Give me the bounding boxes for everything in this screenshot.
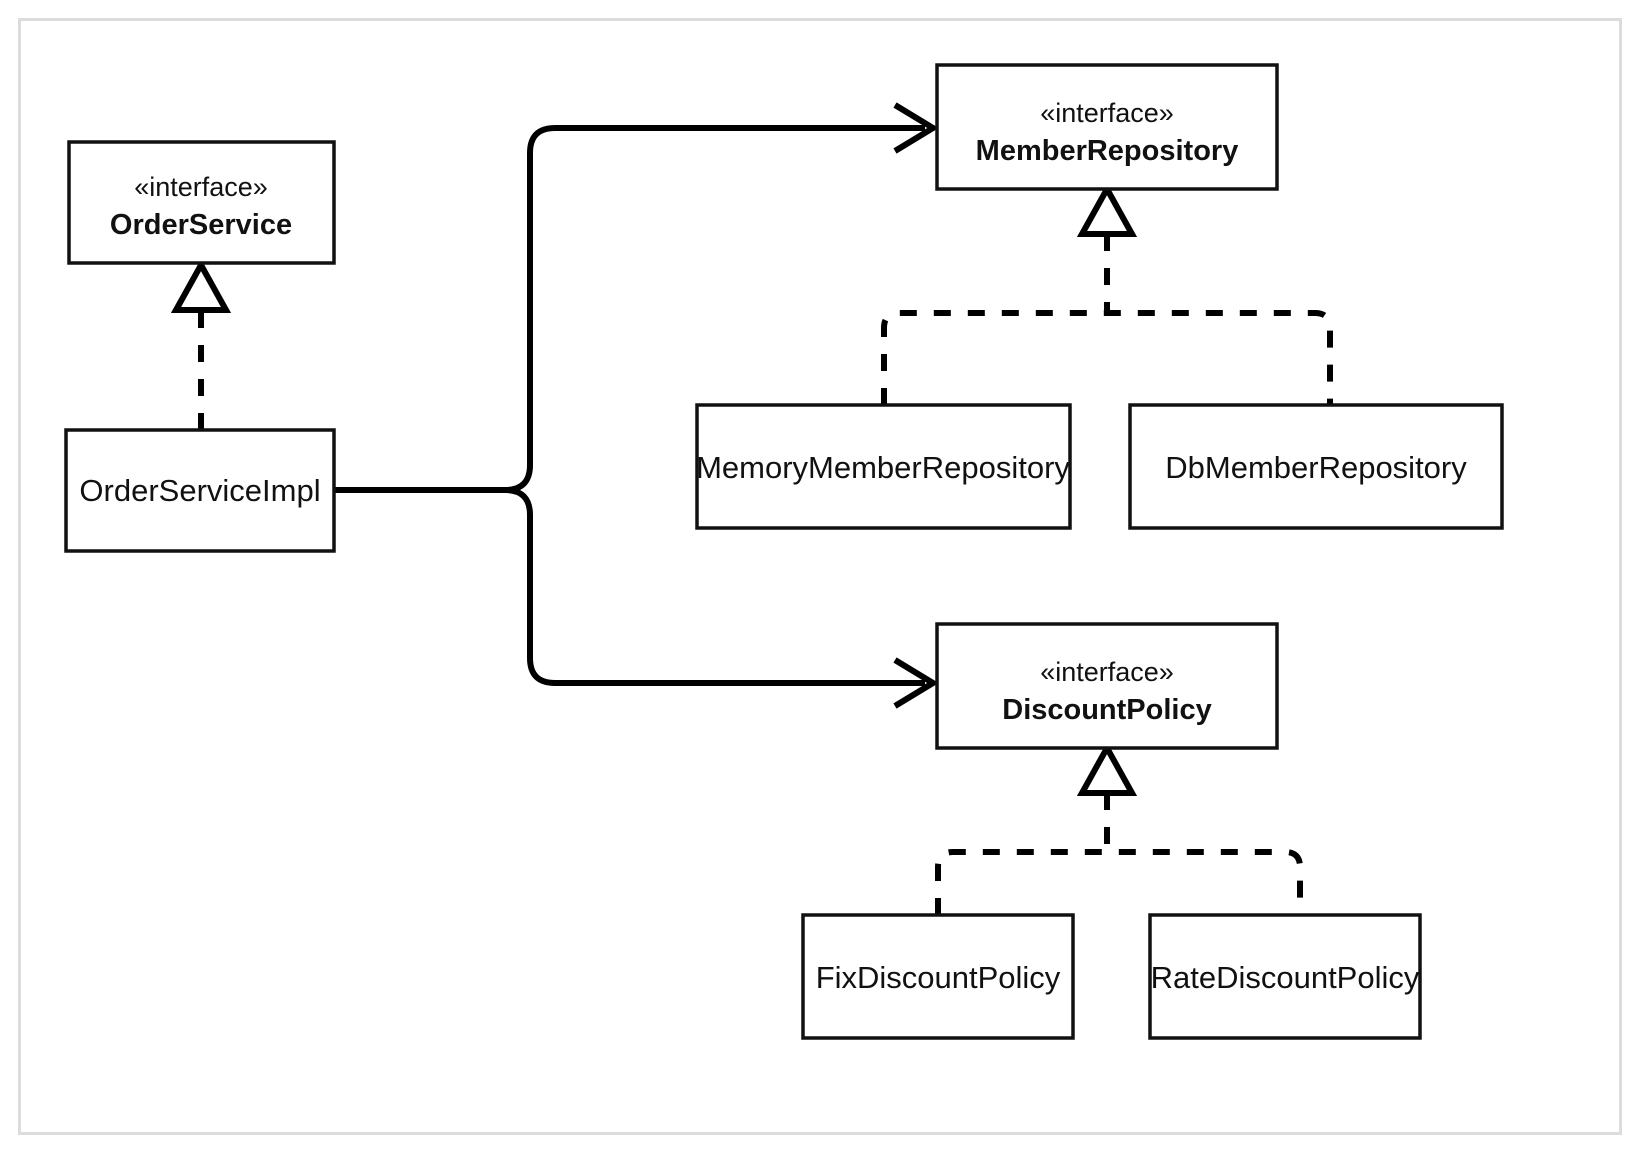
class-box-memory-member-repository[interactable]: MemoryMemberRepository (695, 403, 1072, 530)
class-box-discount-policy[interactable]: «interface» DiscountPolicy (935, 622, 1279, 750)
class-box-member-repository[interactable]: «interface» MemberRepository (935, 63, 1279, 191)
realization-bus-discount-policy (935, 849, 1303, 915)
association-arrowhead-discount-policy (893, 657, 939, 709)
memory-member-repository-name: MemoryMemberRepository (696, 450, 1070, 485)
db-member-repository-rect (1128, 403, 1504, 530)
order-service-stereotype: «interface» (134, 172, 268, 202)
rate-discount-policy-rect (1148, 913, 1422, 1040)
discount-policy-name: DiscountPolicy (1002, 694, 1212, 726)
fix-discount-policy-name: FixDiscountPolicy (816, 960, 1061, 995)
association-line-to-discount-policy (334, 487, 925, 686)
order-service-rect (67, 140, 336, 265)
member-repository-rect (935, 63, 1279, 191)
discount-policy-stereotype: «interface» (1040, 657, 1174, 687)
class-box-order-service[interactable]: «interface» OrderService (67, 140, 336, 265)
memory-member-repository-rect (695, 403, 1072, 530)
member-repository-stereotype: «interface» (1040, 98, 1174, 128)
class-box-order-service-impl[interactable]: OrderServiceImpl (64, 428, 336, 553)
class-box-db-member-repository[interactable]: DbMemberRepository (1128, 403, 1504, 530)
rate-discount-policy-name: RateDiscountPolicy (1151, 960, 1420, 995)
order-service-name: OrderService (110, 209, 292, 241)
realization-triangle-order-service (170, 258, 232, 313)
fix-discount-policy-rect (801, 913, 1075, 1040)
realization-bus-member-repository (881, 310, 1333, 405)
order-service-impl-name: OrderServiceImpl (79, 473, 320, 508)
discount-policy-rect (935, 622, 1279, 750)
member-repository-name: MemberRepository (976, 135, 1239, 167)
association-arrowhead-member-repository (893, 102, 939, 154)
class-box-rate-discount-policy[interactable]: RateDiscountPolicy (1148, 913, 1422, 1040)
order-service-impl-rect (64, 428, 336, 553)
db-member-repository-name: DbMemberRepository (1165, 450, 1467, 485)
class-box-fix-discount-policy[interactable]: FixDiscountPolicy (801, 913, 1075, 1040)
